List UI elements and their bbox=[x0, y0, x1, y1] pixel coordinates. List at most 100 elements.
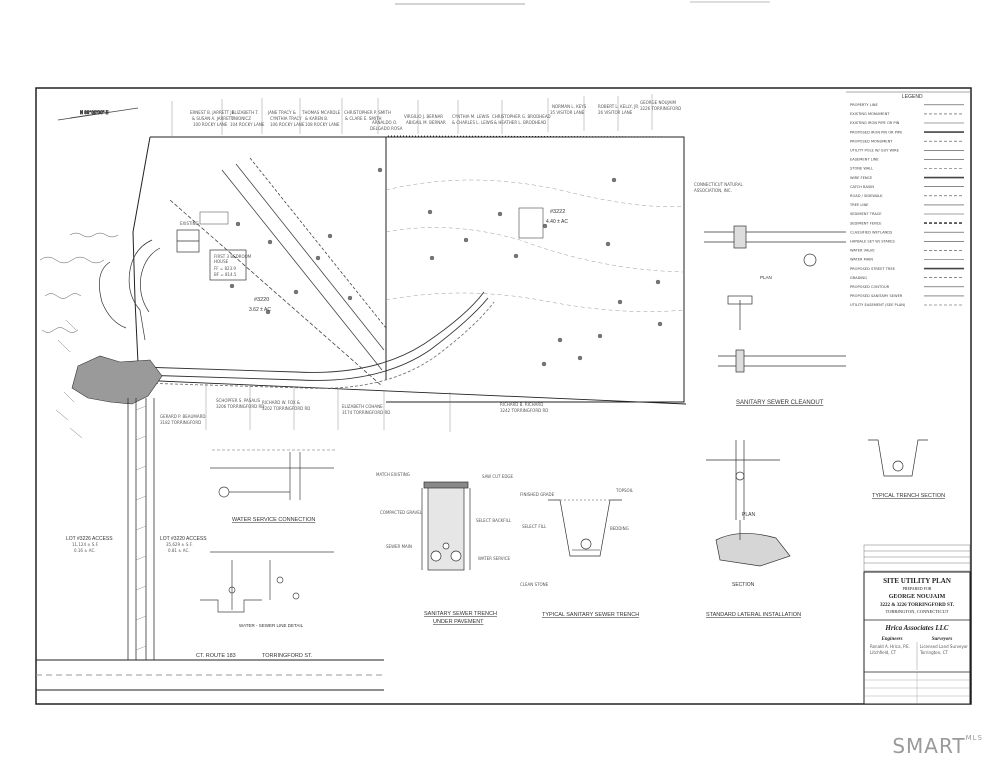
cleanout-title: SANITARY SEWER CLEANOUT bbox=[736, 400, 824, 406]
svg-text:11,124 ± S.F.: 11,124 ± S.F. bbox=[72, 542, 99, 547]
firm-surveyors: Surveyors bbox=[932, 637, 953, 642]
legend-label: WATER MAIN bbox=[850, 258, 873, 262]
firm-engineers: Engineers bbox=[880, 637, 902, 642]
water-service-title: WATER SERVICE CONNECTION bbox=[232, 517, 315, 523]
legend-row: WIRE FENCE bbox=[850, 176, 964, 180]
svg-text:ASSOCIATION, INC.: ASSOCIATION, INC. bbox=[694, 188, 732, 193]
legend-row: EXISTING IRON PIPE OR PIN bbox=[850, 121, 964, 125]
legend-label: PROPOSED STREET TREE bbox=[850, 267, 896, 271]
legend-label: UTILITY EASEMENT (SEE PLAN) bbox=[850, 303, 906, 307]
legend-row: EASEMENT LINE bbox=[850, 158, 964, 162]
svg-text:SELECT FILL: SELECT FILL bbox=[522, 524, 547, 529]
svg-text:3242 TORRINGFORD RD: 3242 TORRINGFORD RD bbox=[500, 408, 548, 413]
road-label: TORRINGFORD ST. bbox=[262, 653, 313, 659]
svg-text:WATER SERVICE: WATER SERVICE bbox=[478, 556, 511, 561]
svg-text:SELECT BACKFILL: SELECT BACKFILL bbox=[476, 518, 512, 523]
trench-section-title: TYPICAL TRENCH SECTION bbox=[872, 493, 945, 499]
legend-label: WATER VALVE bbox=[850, 249, 875, 253]
legend-row: EXISTING MONUMENT bbox=[850, 112, 964, 116]
trench-pavement-title-1: SANITARY SEWER TRENCH bbox=[424, 611, 497, 617]
legend-row: WATER VALVE bbox=[850, 249, 964, 253]
svg-text:3174 TORRINGFORD RD: 3174 TORRINGFORD RD bbox=[342, 410, 390, 415]
lower-abutter-lines bbox=[205, 384, 451, 432]
cleanout-plan-label: PLAN bbox=[760, 275, 772, 280]
svg-text:3226 TORRINGFORD: 3226 TORRINGFORD bbox=[640, 106, 681, 111]
svg-text:CYNTHIA M. LEWIS: CYNTHIA M. LEWIS bbox=[452, 114, 490, 119]
proposed-driveway bbox=[139, 291, 495, 389]
typical-trench-title: TYPICAL SANITARY SEWER TRENCH bbox=[542, 612, 639, 618]
legend-row: PROPOSED STREET TREE bbox=[850, 267, 964, 271]
lateral-title: STANDARD LATERAL INSTALLATION bbox=[706, 612, 801, 618]
svg-text:CHRISTOPHER G. BRODHEAD: CHRISTOPHER G. BRODHEAD bbox=[492, 114, 551, 119]
site-city: TORRINGTON, CONNECTICUT bbox=[885, 609, 948, 615]
property-lines bbox=[132, 135, 687, 405]
svg-text:HOUSE: HOUSE bbox=[214, 259, 229, 264]
legend-label: GRADING bbox=[850, 276, 867, 280]
typical-trench-detail bbox=[548, 499, 622, 557]
svg-text:MATCH EXISTING: MATCH EXISTING bbox=[376, 472, 410, 477]
svg-text:ROBERT L. KELLY, JR.: ROBERT L. KELLY, JR. bbox=[598, 104, 639, 109]
legend-heading: LEGEND bbox=[902, 94, 923, 100]
legend-label: PROPOSED SANITARY SEWER bbox=[850, 294, 903, 298]
watermark-suffix: MLS bbox=[965, 734, 983, 742]
legend-label: PROPERTY LINE bbox=[850, 103, 878, 107]
svg-text:Licensed Land Surveyor: Licensed Land Surveyor bbox=[920, 644, 968, 649]
svg-text:CYNTHIA TRACY: CYNTHIA TRACY bbox=[270, 116, 302, 121]
svg-text:VIRGILIO J. BERNAR: VIRGILIO J. BERNAR bbox=[404, 114, 443, 119]
parcel-b-label: #3222 4.40 ± AC bbox=[546, 209, 568, 225]
legend-box: LEGEND PROPERTY LINE EXISTING MONUMENT EXI… bbox=[846, 91, 970, 307]
lateral-detail bbox=[706, 440, 791, 567]
legend-row: TREE LINE bbox=[849, 203, 964, 207]
title-block: SITE UTILITY PLAN PREPARED FOR GEORGE NO… bbox=[863, 571, 971, 705]
proposed-house-b bbox=[518, 207, 544, 239]
svg-text:106 ROCKY LANE: 106 ROCKY LANE bbox=[270, 122, 305, 127]
svg-text:3206 TORRINGFORD RD: 3206 TORRINGFORD RD bbox=[216, 404, 264, 409]
tree-symbols bbox=[229, 167, 663, 367]
lot-access-labels: LOT #3226 ACCESS 11,124 ± S.F.0.16 ± AC.… bbox=[66, 536, 207, 553]
legend-row: SEDIMENT FENCE bbox=[850, 221, 964, 225]
svg-text:Ronald A. Hrica, P.E.: Ronald A. Hrica, P.E. bbox=[870, 644, 910, 649]
watermark-brand: SMART bbox=[892, 734, 966, 758]
svg-text:SAW CUT EDGE: SAW CUT EDGE bbox=[482, 474, 514, 479]
legend-row: ROAD / SIDEWALK bbox=[850, 194, 964, 198]
svg-text:0.16 ± AC.: 0.16 ± AC. bbox=[74, 548, 96, 553]
contours bbox=[385, 179, 685, 312]
tree-line bbox=[39, 232, 119, 333]
svg-text:BF = 814.5: BF = 814.5 bbox=[214, 272, 237, 277]
legend-row: PROPOSED CONTOUR bbox=[850, 285, 964, 289]
svg-text:ABIGAIL M. BERNAR: ABIGAIL M. BERNAR bbox=[406, 120, 446, 125]
lateral-plan-label: PLAN bbox=[742, 512, 755, 518]
water-sewer-detail bbox=[200, 551, 334, 613]
trench-pavement-detail bbox=[421, 481, 471, 571]
legend-label: CATCH BASIN bbox=[850, 185, 874, 189]
svg-text:104 ROCKY LANE: 104 ROCKY LANE bbox=[230, 122, 265, 127]
legend-label: CLASSIFIED WETLANDS bbox=[850, 230, 893, 234]
svg-text:& SUSAN A. JARRETT: & SUSAN A. JARRETT bbox=[192, 116, 234, 121]
abutter-labels bbox=[171, 94, 653, 136]
svg-text:Litchfield, CT: Litchfield, CT bbox=[870, 650, 897, 655]
svg-text:UNIONICZ: UNIONICZ bbox=[231, 116, 251, 121]
svg-text:3182 TORRINGFORD: 3182 TORRINGFORD bbox=[160, 420, 201, 425]
parcel-a-area: 3.62 ± AC bbox=[249, 307, 271, 313]
plan-title: SITE UTILITY PLAN bbox=[883, 577, 951, 585]
svg-text:CHRISTOPHER P. SMITH: CHRISTOPHER P. SMITH bbox=[344, 110, 391, 115]
svg-text:BEDDING: BEDDING bbox=[610, 526, 629, 531]
parcel-a-number: #3220 bbox=[254, 297, 269, 303]
prepared-for: PREPARED FOR bbox=[903, 586, 932, 591]
legend-row: WATER MAIN bbox=[850, 258, 964, 262]
access-strip bbox=[127, 398, 155, 660]
svg-text:GEORGE NOUJAIM: GEORGE NOUJAIM bbox=[640, 100, 677, 105]
abutter-text: ERNEST B. JARRETT JR.& SUSAN A. JARRETT1… bbox=[190, 100, 681, 131]
svg-text:& HEATHER L. BRODHEAD: & HEATHER L. BRODHEAD bbox=[494, 120, 546, 125]
svg-text:& CLARE E. SMITH: & CLARE E. SMITH bbox=[345, 116, 382, 121]
svg-text:ARNALDO O.: ARNALDO O. bbox=[372, 120, 397, 125]
svg-text:0.81 ± AC.: 0.81 ± AC. bbox=[168, 548, 190, 553]
lot-left-label: LOT #3226 ACCESS bbox=[66, 536, 113, 542]
client-name: GEORGE NOUJAIM bbox=[889, 594, 946, 600]
svg-text:DELGADO ROSA: DELGADO ROSA bbox=[370, 126, 403, 131]
svg-text:JANE TRACY &: JANE TRACY & bbox=[267, 110, 296, 115]
svg-text:TOPSOIL: TOPSOIL bbox=[615, 488, 634, 493]
